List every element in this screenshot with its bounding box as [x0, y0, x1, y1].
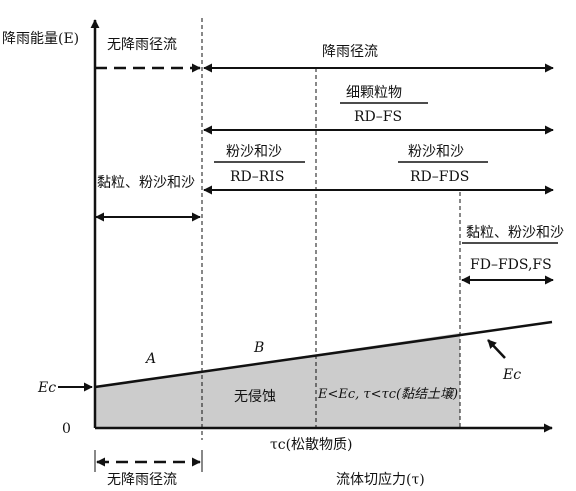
no-erosion-label: 无侵蚀 — [234, 388, 276, 405]
tc-label: τc(松散物质) — [270, 437, 353, 453]
x-axis-label: 流体切应力(τ) — [336, 471, 425, 488]
shaded-region — [95, 333, 460, 428]
silt-sand-2-label: 粉沙和沙 — [408, 144, 464, 160]
ec-left-label: Ec — [37, 380, 56, 396]
region-b-label: B — [253, 340, 264, 356]
cohesive-condition-label: E<Ec, τ<τc(黏结土壤) — [317, 386, 458, 402]
clay-silt-sand-left-label: 黏粒、粉沙和沙 — [97, 175, 195, 191]
fd-fds-fs-label: FD–FDS,FS — [470, 257, 552, 273]
clay-silt-sand-right-label: 黏粒、粉沙和沙 — [466, 225, 564, 241]
y-axis-label: 降雨能量(E) — [2, 31, 79, 47]
region-a-label: A — [144, 351, 156, 367]
rd-ris-label: RD–RIS — [230, 169, 284, 185]
no-runoff-bottom-label: 无降雨径流 — [107, 472, 177, 488]
fine-particles-label: 细颗粒物 — [346, 85, 402, 101]
ec-right-label: Ec — [502, 367, 521, 383]
no-runoff-top-label: 无降雨径流 — [107, 37, 177, 53]
rain-runoff-label: 降雨径流 — [322, 44, 378, 60]
origin-label: 0 — [62, 421, 71, 437]
rd-fds-label: RD–FDS — [410, 169, 469, 185]
ec-right-arrow — [487, 339, 506, 359]
rd-fs-label: RD–FS — [354, 109, 402, 125]
silt-sand-1-label: 粉沙和沙 — [226, 144, 282, 160]
ec-curve — [94, 320, 553, 389]
